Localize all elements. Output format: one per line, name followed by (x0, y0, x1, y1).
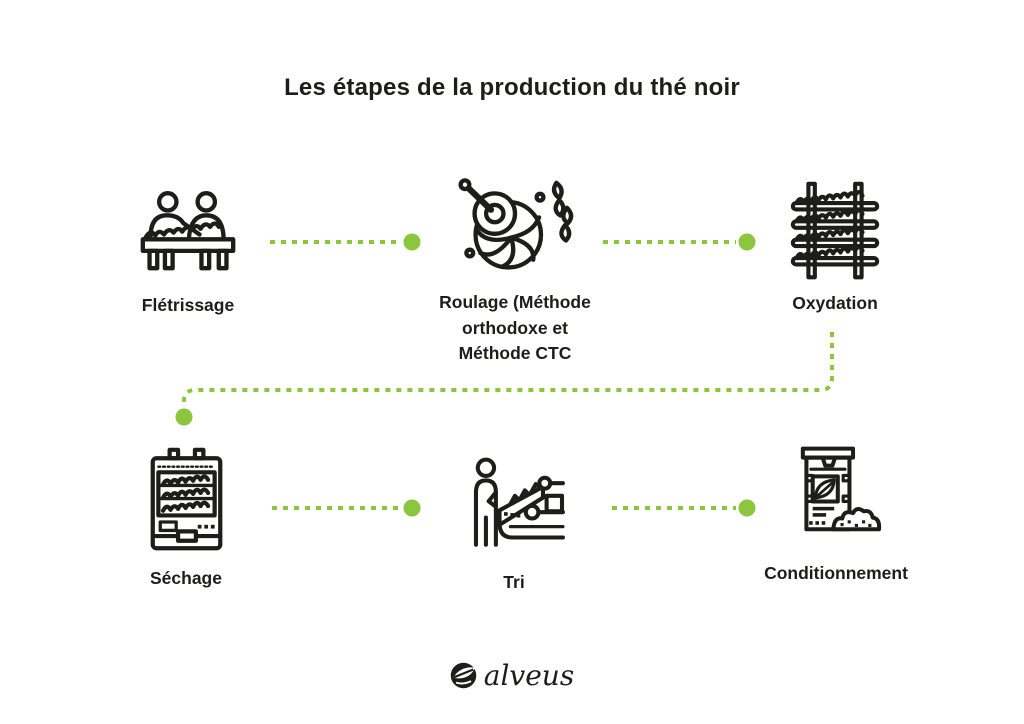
stage-sechage: Séchage (86, 447, 286, 592)
alveus-leaf-logo (450, 662, 477, 689)
stage-fletrissage: Flétrissage (88, 189, 288, 319)
drying-oven-icon (149, 447, 224, 552)
oxidation-rack-icon (789, 181, 881, 280)
page-title: Les étapes de la production du thé noir (284, 74, 740, 101)
sorting-conveyor-icon (463, 456, 565, 552)
stage-label-tri: Tri (503, 572, 525, 592)
withering-table-icon (138, 189, 238, 282)
connector-sechage-tri (272, 499, 421, 517)
packaging-bag-icon (783, 445, 889, 540)
stage-label-conditionnement: Conditionnement (764, 563, 908, 583)
rolling-machine-icon (456, 177, 574, 279)
stage-tri: Tri (407, 456, 621, 596)
stage-oxydation: Oxydation (739, 181, 931, 317)
stage-conditionnement: Conditionnement (734, 445, 938, 587)
brand-name: alveus (483, 659, 575, 692)
stage-roulage: Roulage (Méthode orthodoxe et Méthode CT… (402, 177, 628, 367)
stage-label-roulage: Roulage (Méthode orthodoxe et Méthode CT… (439, 292, 591, 364)
stage-label-sechage: Séchage (150, 568, 222, 588)
connector-fletrissage-roulage (270, 233, 421, 251)
stage-label-fletrissage: Flétrissage (141, 295, 235, 315)
stage-label-oxydation: Oxydation (792, 293, 878, 313)
brand-footer: alveus (0, 659, 1024, 692)
